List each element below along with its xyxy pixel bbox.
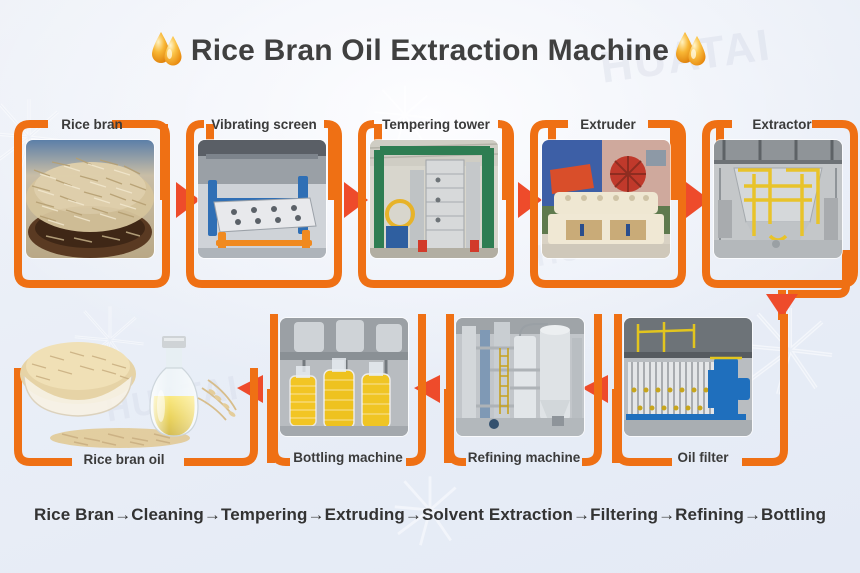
stage-label-tempering-tower: Tempering tower xyxy=(382,117,490,132)
stage-image-oil-filter xyxy=(624,318,752,436)
stage-image-refining-machine xyxy=(456,318,584,436)
stage-frame-rice-bran-oil xyxy=(12,368,260,472)
page-title-row: Rice Bran Oil Extraction Machine xyxy=(0,28,860,73)
stage-label-rice-bran-oil: Rice bran oil xyxy=(83,452,165,467)
oil-droplet-icon xyxy=(151,28,185,73)
stage-frame-extruder xyxy=(528,118,688,290)
stage-image-rice-bran-oil xyxy=(16,330,242,448)
oil-droplet-icon xyxy=(675,28,709,73)
stage-frame-rice-bran xyxy=(12,118,172,290)
stage-label-vibrating-screen: Vibrating screen xyxy=(211,117,317,132)
stage-frame-extractor xyxy=(700,118,860,290)
stage-image-bottling-machine xyxy=(280,318,408,436)
stage-frame-oil-filter xyxy=(612,314,792,474)
stage-label-oil-filter: Oil filter xyxy=(677,450,729,465)
stage-label-bottling-machine: Bottling machine xyxy=(293,450,403,465)
stage-image-extruder xyxy=(542,140,670,258)
stage-image-vibrating-screen xyxy=(198,140,326,258)
stage-frame-tempering-tower xyxy=(356,118,516,290)
stage-label-extractor: Extractor xyxy=(752,117,812,132)
stage-image-tempering-tower xyxy=(370,140,498,258)
stage-frame-refining-machine xyxy=(444,314,604,474)
stage-label-rice-bran: Rice bran xyxy=(61,117,123,132)
stage-label-refining-machine: Refining machine xyxy=(467,450,581,465)
stage-frame-bottling-machine xyxy=(268,314,428,474)
process-flow-text: Rice Bran→Cleaning→Tempering→Extruding→S… xyxy=(33,505,827,524)
stage-frame-vibrating-screen xyxy=(184,118,344,290)
stage-image-rice-bran xyxy=(26,140,154,258)
stage-image-extractor xyxy=(714,140,842,258)
stage-label-extruder: Extruder xyxy=(580,117,636,132)
page-title: Rice Bran Oil Extraction Machine xyxy=(190,33,670,67)
